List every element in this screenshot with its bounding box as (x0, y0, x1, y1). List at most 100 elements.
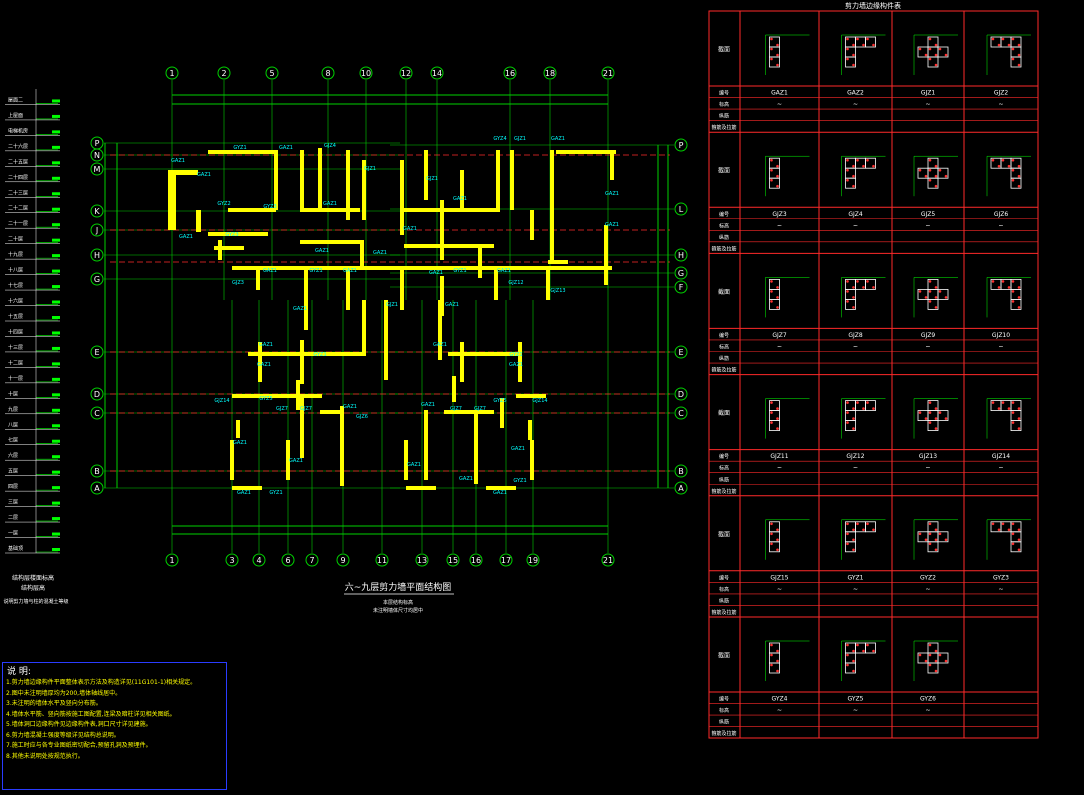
storey-elev-mark (52, 501, 60, 505)
storey-elev-mark (52, 486, 60, 490)
rebar-dot (924, 417, 928, 420)
rebar-dot (852, 427, 855, 430)
rebar-dot (934, 286, 938, 289)
grid-bubble-right: E (678, 348, 683, 357)
rebar-dot (846, 178, 849, 182)
storey-level: 十五层 (8, 313, 23, 320)
storey-elev-mark (52, 114, 60, 118)
rebar-dot (924, 659, 928, 663)
grid-bubble-left: A (94, 484, 100, 493)
storey-level: 二十六层 (8, 143, 28, 150)
rebar-dot (928, 532, 932, 536)
rebar-dot (991, 401, 995, 404)
wall-label: GAZ1 (459, 476, 473, 482)
rebar-dot (944, 538, 948, 542)
grid-bubble-left: E (94, 348, 99, 357)
wall-label: GAZ1 (343, 404, 357, 410)
component-code: GJZ13 (919, 453, 937, 460)
section-cell (845, 541, 856, 553)
rebar-dot (1007, 164, 1011, 168)
shear-wall (452, 376, 456, 402)
wall-label: GAZ1 (343, 268, 357, 274)
rebar-dot (776, 407, 779, 410)
grid-bubble-bottom-circle (225, 553, 239, 567)
row-header-stir: 箍筋及拉筋 (711, 245, 736, 252)
rebar-dot (918, 168, 922, 172)
rebar-dot (938, 532, 942, 536)
rebar-dot (770, 522, 773, 526)
shear-wall (300, 398, 304, 458)
note-line: 6.剪力墙混凝土强度等级详见结构总说明。 (6, 731, 120, 739)
rebar-dot (770, 178, 773, 182)
row-header-stir: 箍筋及拉筋 (711, 730, 736, 737)
shear-wall (362, 300, 366, 356)
rebar-dot (776, 669, 779, 673)
rebar-dot (846, 168, 849, 172)
shear-wall (604, 225, 608, 285)
shear-wall (318, 148, 322, 210)
rebar-dot (866, 522, 869, 526)
wall-label: GAZ1 (511, 446, 525, 452)
rebar-dot (852, 659, 855, 663)
row-header-long: 纵筋 (719, 476, 729, 483)
rebar-dot (846, 663, 849, 667)
rebar-dot (866, 643, 869, 647)
row-header-elev: 标高 (719, 586, 729, 593)
component-elev: ~ (853, 101, 858, 108)
grid-bubble-right-circle (674, 387, 688, 401)
component-code: GAZ2 (847, 90, 864, 97)
rebar-dot (1011, 401, 1015, 404)
wall-label: GYZ3 (263, 204, 276, 210)
rebar-dot (997, 286, 1001, 289)
rebar-dot (938, 653, 942, 657)
rebar-dot (944, 659, 948, 663)
wall-label: GAZ1 (407, 462, 421, 468)
rebar-dot (846, 37, 849, 41)
shear-wall (300, 208, 360, 212)
storey-level: 三层 (8, 500, 18, 506)
rebar-dot (938, 168, 942, 172)
shear-wall (274, 150, 278, 210)
rebar-dot (1017, 407, 1021, 410)
rebar-dot (924, 538, 928, 542)
storey-elev-mark (52, 439, 60, 443)
row-header-elev: 标高 (719, 222, 729, 229)
row-header-long: 纵筋 (719, 113, 729, 120)
row-header-section: 截面 (718, 652, 730, 660)
shear-wall (384, 300, 388, 380)
shear-wall (232, 266, 612, 270)
rebar-dot (846, 421, 849, 424)
grid-bubble-top: 14 (432, 69, 442, 78)
row-header-stir: 箍筋及拉筋 (711, 609, 736, 616)
rebar-dot (1011, 158, 1015, 162)
rebar-dot (997, 407, 1001, 410)
shear-wall (424, 410, 428, 480)
grid-bubble-bottom: 13 (417, 556, 427, 565)
notes-title: 说 明: (7, 667, 31, 677)
grid-bubble-left: H (94, 251, 100, 260)
rebar-dot (928, 37, 932, 41)
shear-wall (486, 486, 516, 490)
rebar-dot (770, 653, 773, 657)
section-cell (1010, 56, 1022, 68)
grid-bubble-top: 2 (221, 69, 226, 78)
wall-label: GJZ14 (532, 398, 547, 404)
storey-level: 二十层 (8, 236, 23, 243)
grid-bubble-top: 12 (401, 69, 411, 78)
storey-level: 五层 (8, 469, 18, 475)
grid-bubble-right: D (678, 390, 684, 399)
shear-wall (496, 150, 500, 210)
shear-wall (176, 170, 198, 175)
rebar-dot (934, 174, 938, 178)
grid-bubble-top-circle (359, 66, 373, 80)
plan-subtitle-2: 未注明墙体尺寸均居中 (373, 607, 423, 614)
rebar-dot (991, 522, 995, 526)
storey-level: 二十五层 (8, 158, 28, 165)
rebar-dot (1011, 421, 1015, 424)
rebar-dot (934, 63, 938, 67)
section-cell (927, 662, 939, 674)
note-line: 2.图中未注明墙厚均为200,墙体轴线居中。 (6, 689, 122, 697)
storey-level: 十九层 (8, 251, 23, 258)
rebar-dot (770, 47, 773, 51)
shear-wall (548, 260, 568, 264)
